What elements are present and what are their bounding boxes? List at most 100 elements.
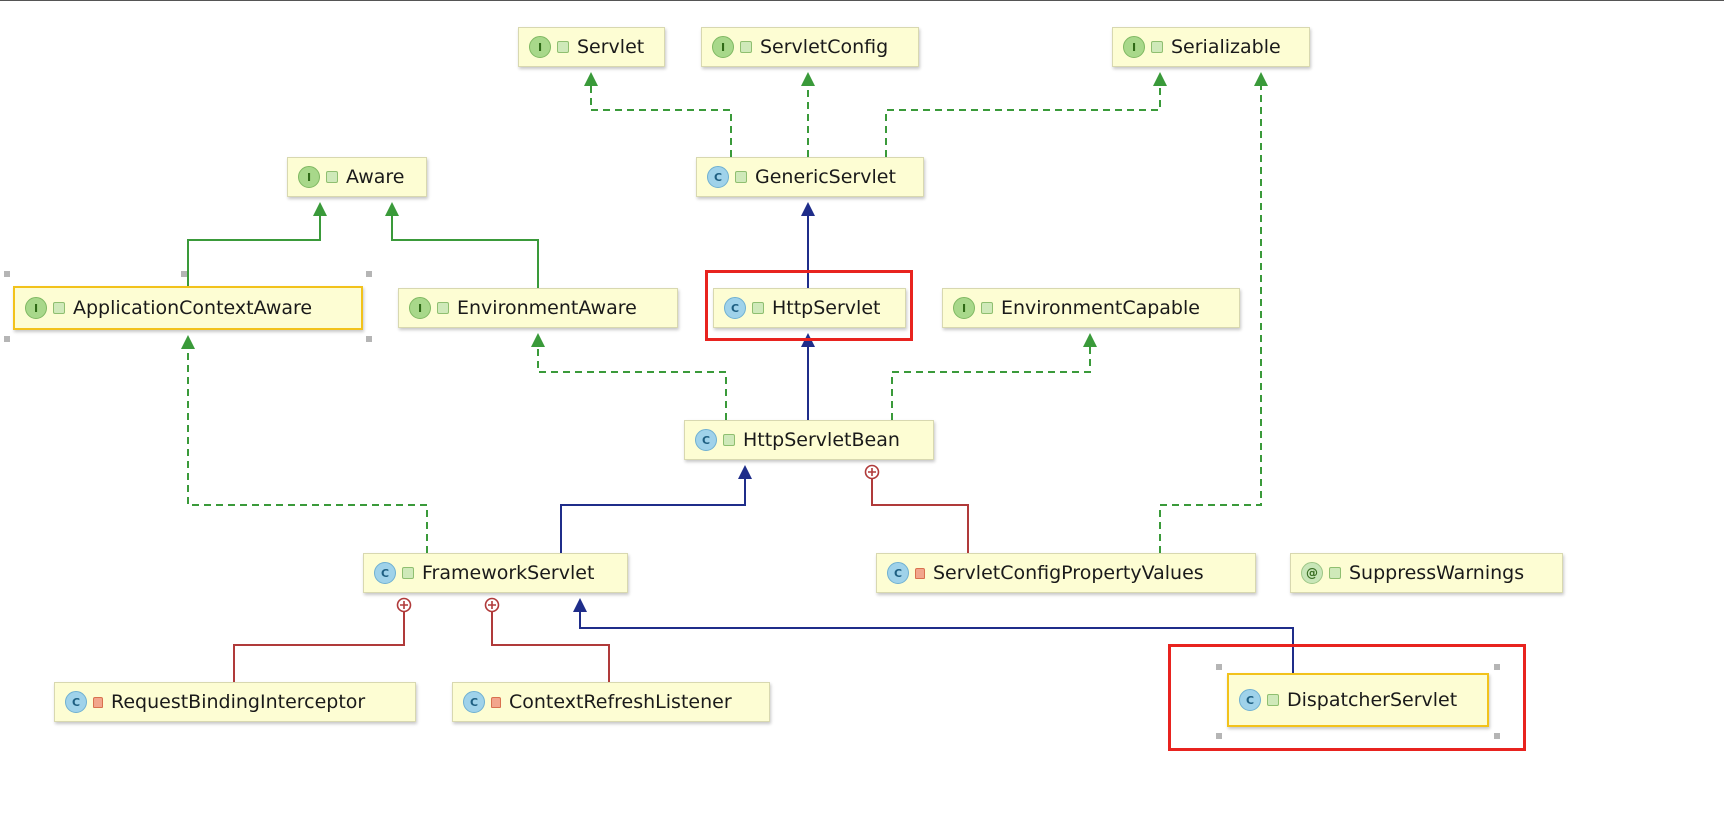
node-applicationcontextaware[interactable]: I ApplicationContextAware bbox=[13, 286, 363, 330]
arrowhead-frameworkservlet-httpservletbean bbox=[738, 465, 752, 479]
class-icon: C bbox=[463, 691, 485, 713]
arrowhead-dispatcherservlet-frameworkservlet bbox=[573, 598, 587, 612]
public-icon bbox=[557, 41, 569, 53]
node-label: ServletConfig bbox=[760, 36, 889, 58]
node-frameworkservlet[interactable]: C FrameworkServlet bbox=[363, 553, 628, 593]
selection-handle[interactable] bbox=[366, 271, 372, 277]
edge-dispatcherservlet-frameworkservlet bbox=[579, 610, 1294, 673]
interface-icon: I bbox=[1123, 36, 1145, 58]
node-label: ApplicationContextAware bbox=[73, 297, 313, 319]
node-label: HttpServletBean bbox=[743, 429, 900, 451]
node-servlet[interactable]: I Servlet bbox=[518, 27, 665, 67]
arrowhead-httpservletbean-environmentcapable bbox=[1083, 333, 1097, 347]
node-httpservlet[interactable]: C HttpServlet bbox=[713, 288, 906, 328]
public-icon bbox=[326, 171, 338, 183]
public-icon bbox=[437, 302, 449, 314]
class-icon: C bbox=[1239, 689, 1261, 711]
node-label: ServletConfigPropertyValues bbox=[933, 562, 1204, 584]
node-label: RequestBindingInterceptor bbox=[111, 691, 366, 713]
interface-icon: I bbox=[529, 36, 551, 58]
window-top-border bbox=[0, 0, 1724, 1]
selection-handle[interactable] bbox=[1216, 664, 1222, 670]
public-icon bbox=[1329, 567, 1341, 579]
edge-environmentaware-aware bbox=[391, 214, 539, 288]
node-genericservlet[interactable]: C GenericServlet bbox=[696, 157, 924, 197]
edge-httpservletbean-environmentaware bbox=[537, 345, 727, 420]
public-icon bbox=[1151, 41, 1163, 53]
node-suppresswarnings[interactable]: @ SuppressWarnings bbox=[1290, 553, 1563, 593]
class-icon: C bbox=[887, 562, 909, 584]
highlight-frame-httpservlet bbox=[705, 270, 913, 341]
selection-handle[interactable] bbox=[1216, 733, 1222, 739]
interface-icon: I bbox=[25, 297, 47, 319]
annotation-icon: @ bbox=[1301, 562, 1323, 584]
node-environmentaware[interactable]: I EnvironmentAware bbox=[398, 288, 678, 328]
edge-genericservlet-servlet bbox=[590, 84, 732, 157]
node-servletconfigpropertyvalues[interactable]: C ServletConfigPropertyValues bbox=[876, 553, 1256, 593]
node-environmentcapable[interactable]: I EnvironmentCapable bbox=[942, 288, 1240, 328]
private-lock-icon bbox=[491, 696, 501, 708]
public-icon bbox=[752, 302, 764, 314]
highlight-frame-dispatcherservlet bbox=[1168, 644, 1526, 751]
node-label: HttpServlet bbox=[772, 297, 881, 319]
selection-handle[interactable] bbox=[1494, 664, 1500, 670]
inner-class-plus-servletconfigpropertyvalues-httpservletbean bbox=[868, 468, 876, 476]
selection-handle[interactable] bbox=[4, 271, 10, 277]
edge-servletconfigpropertyvalues-httpservletbean bbox=[871, 473, 969, 553]
arrowhead-genericservlet-servletconfig bbox=[801, 72, 815, 86]
public-icon bbox=[53, 302, 65, 314]
arrowhead-applicationcontextaware-aware bbox=[313, 202, 327, 216]
arrowhead-genericservlet-serializable bbox=[1153, 72, 1167, 86]
private-lock-icon bbox=[915, 567, 925, 579]
arrowhead-environmentaware-aware bbox=[385, 202, 399, 216]
edge-httpservletbean-environmentcapable bbox=[891, 345, 1091, 420]
class-icon: C bbox=[707, 166, 729, 188]
node-label: EnvironmentCapable bbox=[1001, 297, 1200, 319]
node-dispatcherservlet[interactable]: C DispatcherServlet bbox=[1227, 673, 1489, 727]
node-label: Servlet bbox=[577, 36, 645, 58]
node-servletconfig[interactable]: I ServletConfig bbox=[701, 27, 919, 67]
interface-icon: I bbox=[298, 166, 320, 188]
private-lock-icon bbox=[93, 696, 103, 708]
public-icon bbox=[723, 434, 735, 446]
node-label: ContextRefreshListener bbox=[509, 691, 732, 713]
arrowhead-genericservlet-servlet bbox=[584, 72, 598, 86]
node-contextrefreshlistener[interactable]: C ContextRefreshListener bbox=[452, 682, 770, 722]
edge-frameworkservlet-applicationcontextaware bbox=[187, 347, 428, 553]
class-icon: C bbox=[374, 562, 396, 584]
edge-servletconfigpropertyvalues-serializable bbox=[1159, 84, 1262, 553]
selection-handle[interactable] bbox=[4, 336, 10, 342]
node-label: SuppressWarnings bbox=[1349, 562, 1525, 584]
node-label: Aware bbox=[346, 166, 405, 188]
edge-contextrefreshlistener-frameworkservlet bbox=[491, 606, 610, 682]
arrowhead-servletconfigpropertyvalues-serializable bbox=[1254, 72, 1268, 86]
node-label: DispatcherServlet bbox=[1287, 689, 1458, 711]
public-icon bbox=[735, 171, 747, 183]
edge-requestbindinginterceptor-frameworkservlet bbox=[233, 606, 405, 682]
public-icon bbox=[1267, 694, 1279, 706]
public-icon bbox=[740, 41, 752, 53]
interface-icon: I bbox=[953, 297, 975, 319]
node-serializable[interactable]: I Serializable bbox=[1112, 27, 1310, 67]
public-icon bbox=[402, 567, 414, 579]
edge-genericservlet-serializable bbox=[885, 84, 1161, 157]
interface-icon: I bbox=[409, 297, 431, 319]
interface-icon: I bbox=[712, 36, 734, 58]
edge-frameworkservlet-httpservletbean bbox=[560, 477, 746, 553]
selection-handle[interactable] bbox=[181, 271, 187, 277]
node-label: Serializable bbox=[1171, 36, 1281, 58]
selection-handle[interactable] bbox=[1494, 733, 1500, 739]
node-aware[interactable]: I Aware bbox=[287, 157, 427, 197]
node-label: EnvironmentAware bbox=[457, 297, 637, 319]
node-label: GenericServlet bbox=[755, 166, 896, 188]
arrowhead-httpservlet-genericservlet bbox=[801, 202, 815, 216]
node-requestbindinginterceptor[interactable]: C RequestBindingInterceptor bbox=[54, 682, 416, 722]
public-icon bbox=[981, 302, 993, 314]
inner-class-plus-contextrefreshlistener-frameworkservlet bbox=[488, 601, 496, 609]
node-httpservletbean[interactable]: C HttpServletBean bbox=[684, 420, 934, 460]
class-icon: C bbox=[724, 297, 746, 319]
class-icon: C bbox=[695, 429, 717, 451]
inner-class-plus-requestbindinginterceptor-frameworkservlet bbox=[400, 601, 408, 609]
selection-handle[interactable] bbox=[366, 336, 372, 342]
